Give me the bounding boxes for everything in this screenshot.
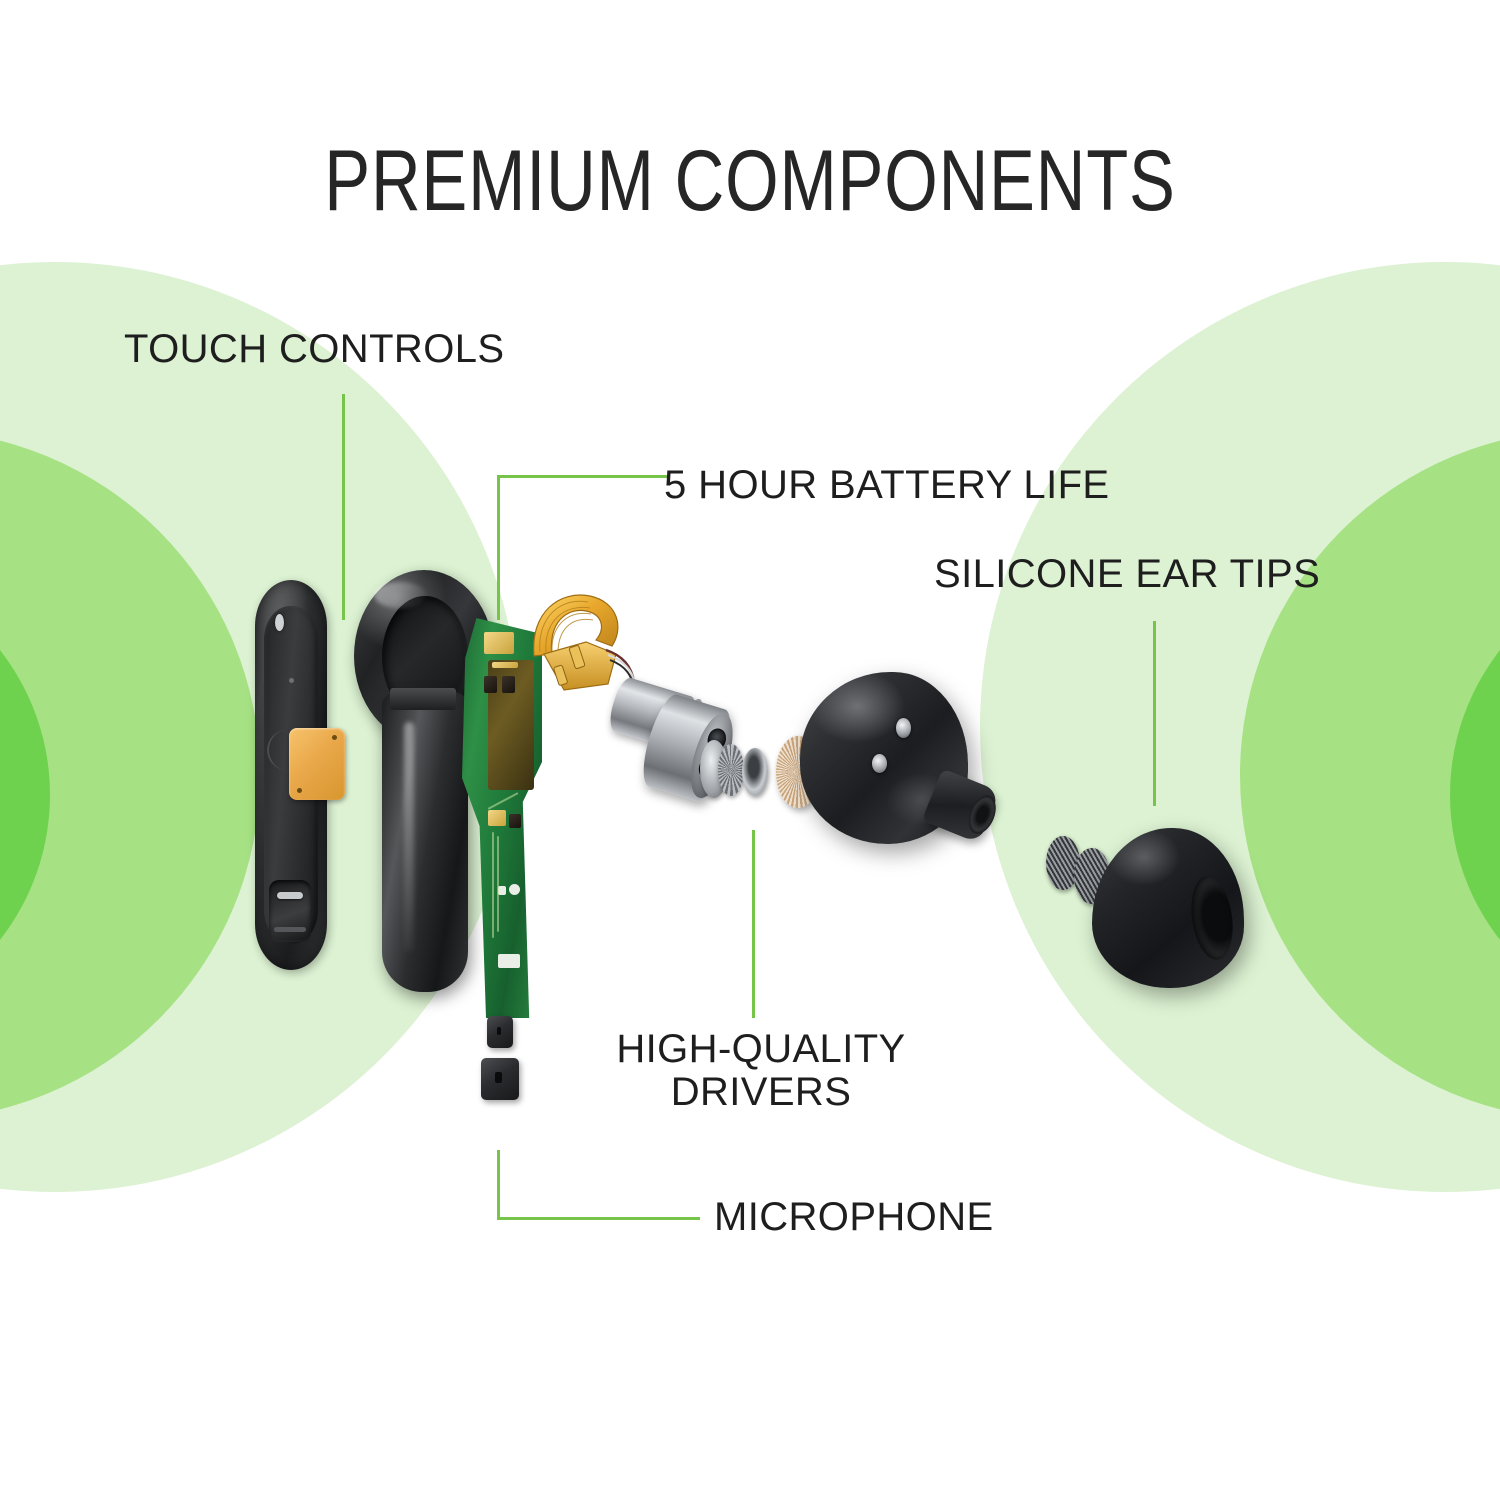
ring-right-mid [1240, 430, 1500, 1120]
microphone-module-upper [487, 1016, 513, 1048]
leader-segment-vertical [752, 830, 755, 1018]
earbud-housing-part [800, 672, 1001, 862]
pcb-chip-2 [502, 676, 515, 693]
back-cover-contact-port [269, 880, 311, 942]
callout-label-silicone-ear-tips: SILICONE EAR TIPS [934, 552, 1321, 596]
gear-ring-disc [718, 744, 744, 796]
pcb-gold-pad-2 [488, 810, 506, 826]
page-title: PREMIUM COMPONENTS [324, 133, 1176, 229]
leader-silicone-ear-tips [1153, 621, 1159, 806]
leader-segment-vertical [342, 394, 345, 620]
ring-right-inner [1450, 560, 1500, 1030]
coil-disc [742, 748, 768, 796]
pcb-led [509, 884, 520, 895]
housing-ring-highlight [374, 582, 426, 608]
pcb-chip-1 [484, 676, 497, 693]
ring-left-inner [0, 560, 50, 1030]
callout-label-battery-life: 5 HOUR BATTERY LIFE [664, 463, 1110, 507]
callout-label-high-quality-drivers: HIGH-QUALITY DRIVERS [556, 1028, 966, 1114]
leader-segment-vertical [497, 1150, 500, 1220]
housing-notch [390, 688, 456, 710]
leader-high-quality-drivers [752, 830, 758, 1018]
pcb-marking-1 [498, 886, 506, 895]
pcb-trace-2 [497, 836, 499, 932]
leader-microphone [497, 1150, 700, 1220]
leader-segment-horizontal [497, 1217, 700, 1220]
microphone-module-lower [481, 1058, 519, 1100]
silicone-ear-tip-part [1092, 828, 1244, 988]
earbud-nozzle-opening [963, 791, 1001, 838]
back-cover-screw-dot [289, 678, 294, 683]
ribbon-svg [533, 594, 636, 691]
leader-segment-vertical [497, 475, 500, 620]
pcb-trace-1 [492, 832, 494, 938]
back-cover-part [255, 580, 345, 970]
leader-segment-vertical [1153, 621, 1156, 806]
pcb-gold-pad-3 [492, 662, 518, 668]
touch-sensor-pad [289, 728, 345, 800]
drivers-label-line-2: DRIVERS [670, 1069, 852, 1114]
pcb-gold-pad-1 [484, 632, 514, 654]
callout-label-microphone: MICROPHONE [714, 1195, 994, 1239]
leader-segment-horizontal [497, 475, 667, 478]
earbud-vent-hole-1 [896, 718, 911, 738]
callout-label-touch-controls: TOUCH CONTROLS [124, 327, 505, 371]
back-cover-pin-hole [275, 614, 284, 631]
earbud-vent-hole-2 [872, 754, 887, 773]
ring-left-mid [0, 430, 260, 1120]
drivers-label-line-1: HIGH-QUALITY [616, 1027, 906, 1071]
housing-stem [382, 692, 468, 992]
pcb-chip-3 [509, 814, 521, 828]
housing-stem-highlight [404, 722, 414, 952]
ring-right-outer [980, 262, 1500, 1192]
flex-ribbon-cable-part [520, 584, 650, 714]
pcb-marking-2 [498, 954, 520, 968]
